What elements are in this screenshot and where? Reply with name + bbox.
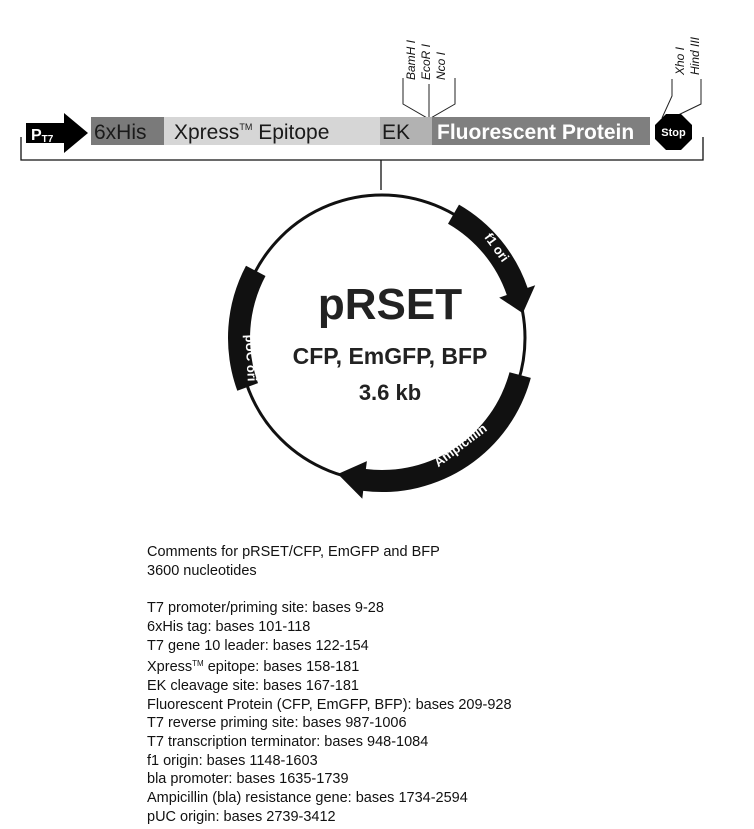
plasmid-size: 3.6 kb — [359, 380, 421, 405]
site-label: Nco I — [434, 51, 448, 80]
feature-item: Fluorescent Protein (CFP, EmGFP, BFP): b… — [147, 696, 512, 713]
site-bracket — [671, 79, 702, 119]
feature-item: Ampicillin (bla) resistance gene: bases … — [147, 790, 468, 807]
comments-title: Comments for pRSET/CFP, EmGFP and BFP — [147, 544, 440, 560]
nucleotide-count: 3600 nucleotides — [147, 562, 257, 579]
site-label: Hind III — [688, 36, 702, 75]
feature-item: 6xHis tag: bases 101-118 — [147, 618, 311, 635]
feature-item: pUC origin: bases 2739-3412 — [147, 808, 336, 825]
comments-spacer — [147, 580, 512, 599]
segment-label-fluorescent-protein: Fluorescent Protein — [437, 121, 634, 144]
plasmid-map-diagram: BamH I EcoR I Nco I Xho I Hind III 6xHis… — [20, 36, 704, 499]
feature-list: T7 promoter/priming site: bases 9-28 6xH… — [147, 599, 512, 826]
segment-label-6xhis: 6xHis — [94, 121, 147, 144]
feature-item: XpressTM epitope: bases 158-181 — [147, 659, 360, 676]
stop-octagon — [655, 114, 692, 150]
promoter-label: PT7 — [31, 127, 54, 145]
plasmid-comments: Comments for pRSET/CFP, EmGFP and BFP 36… — [147, 543, 512, 827]
stop-label: Stop — [661, 127, 686, 139]
segment-ek — [380, 117, 432, 145]
plasmid-variants: CFP, EmGFP, BFP — [293, 343, 488, 369]
site-label: Xho I — [673, 46, 687, 76]
ampicillin-arc — [337, 372, 531, 499]
segment-label-ek: EK — [382, 121, 410, 144]
segment-fluorescent-protein — [432, 117, 650, 145]
puc-ori-arc — [227, 265, 266, 391]
plasmid-name: pRSET — [318, 280, 462, 329]
site-label: EcoR I — [419, 43, 433, 80]
mcs-left-sites: BamH I EcoR I Nco I — [402, 39, 456, 120]
f1-ori-arc — [448, 204, 536, 314]
feature-item: T7 reverse priming site: bases 987-1006 — [147, 715, 407, 732]
site-bracket — [661, 79, 673, 119]
site-label: BamH I — [404, 39, 418, 80]
feature-item: T7 gene 10 leader: bases 122-154 — [147, 637, 369, 654]
feature-item: EK cleavage site: bases 167-181 — [147, 677, 359, 694]
puc-ori-label: pUC ori — [242, 334, 259, 382]
segment-6xhis — [91, 117, 164, 145]
segment-label-xpress: XpressTM Epitope — [174, 121, 329, 144]
feature-item: bla promoter: bases 1635-1739 — [147, 771, 349, 788]
feature-item: T7 transcription terminator: bases 948-1… — [147, 734, 429, 751]
t7-promoter-arrow — [26, 113, 88, 153]
mcs-right-sites: Xho I Hind III — [661, 36, 702, 119]
cassette-bracket — [20, 137, 704, 161]
segment-xpress-epitope — [164, 117, 380, 145]
feature-item: f1 origin: bases 1148-1603 — [147, 752, 318, 769]
feature-item: T7 promoter/priming site: bases 9-28 — [147, 600, 384, 617]
